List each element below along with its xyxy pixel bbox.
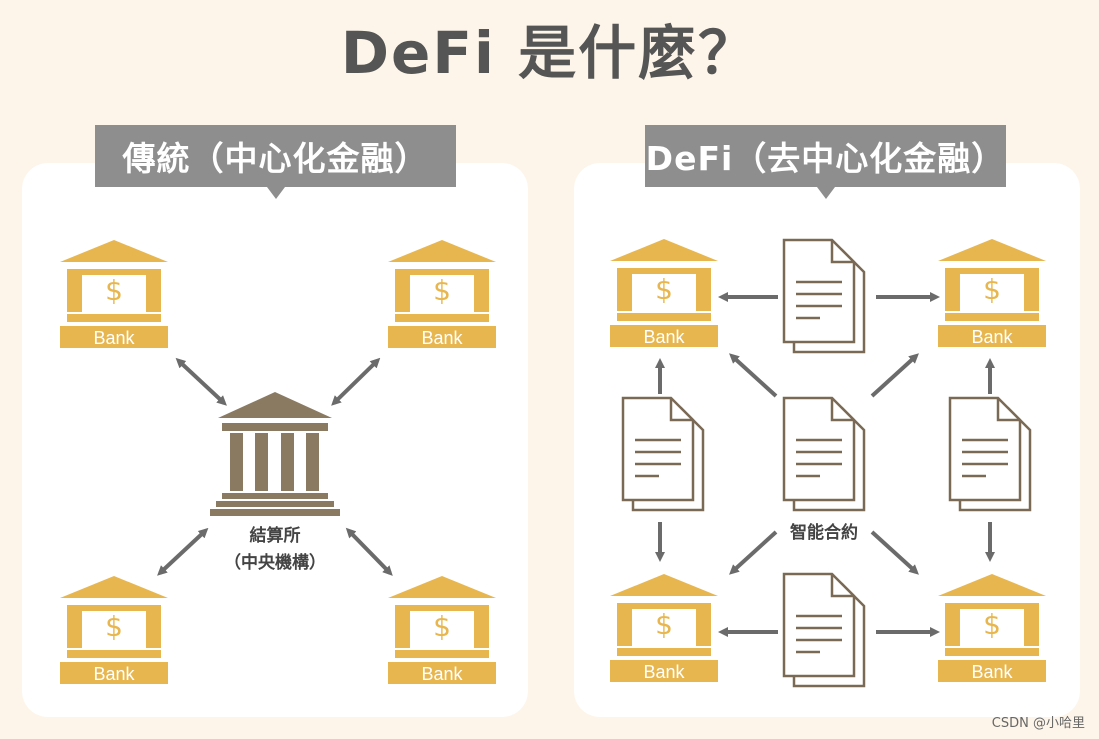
bank-icon: $ Bank [610,574,718,682]
bank-label: Bank [93,664,135,684]
clearing-house-label: 結算所 [250,525,301,546]
arrow [870,530,919,575]
arrow [870,353,919,398]
bank-icon: $ Bank [388,240,496,348]
double-arrow [157,527,209,576]
document-icon [782,572,866,688]
bank-symbol: $ [105,610,123,643]
bank-icon: $ Bank [610,239,718,347]
bank-symbol: $ [433,274,451,307]
bank-icon: $ Bank [938,574,1046,682]
bank-icon: $ Bank [60,240,168,348]
smart-contract-label: 智能合約 [790,522,858,543]
bank-label: Bank [643,327,685,347]
page-title: DeFi 是什麼？ [340,19,759,87]
watermark: CSDN @小哈里 [991,716,1085,731]
arrow [729,353,778,398]
clearing-house-icon [210,392,340,516]
bank-symbol: $ [983,273,1001,306]
document-icon [621,396,705,512]
bank-label: Bank [93,328,135,348]
traditional-finance-label: 傳統（中心化金融） [95,125,456,199]
double-arrow [345,527,393,576]
bank-icon: $ Bank [388,576,496,684]
double-arrow [175,357,227,406]
bank-symbol: $ [655,273,673,306]
bank-icon: $ Bank [60,576,168,684]
bank-label: Bank [971,662,1013,682]
clearing-house-sublabel: （中央機構） [224,552,326,573]
document-icon [782,396,866,512]
bank-symbol: $ [105,274,123,307]
document-icon [948,396,1032,512]
document-icon [782,238,866,354]
bank-label: Bank [643,662,685,682]
bank-label: Bank [971,327,1013,347]
double-arrow [331,357,381,406]
bank-symbol: $ [433,610,451,643]
arrow [729,530,778,575]
defi-label: DeFi（去中心化金融） [645,125,1006,199]
bank-label: Bank [421,328,463,348]
bank-symbol: $ [655,608,673,641]
bank-symbol: $ [983,608,1001,641]
bank-label: Bank [421,664,463,684]
bank-icon: $ Bank [938,239,1046,347]
